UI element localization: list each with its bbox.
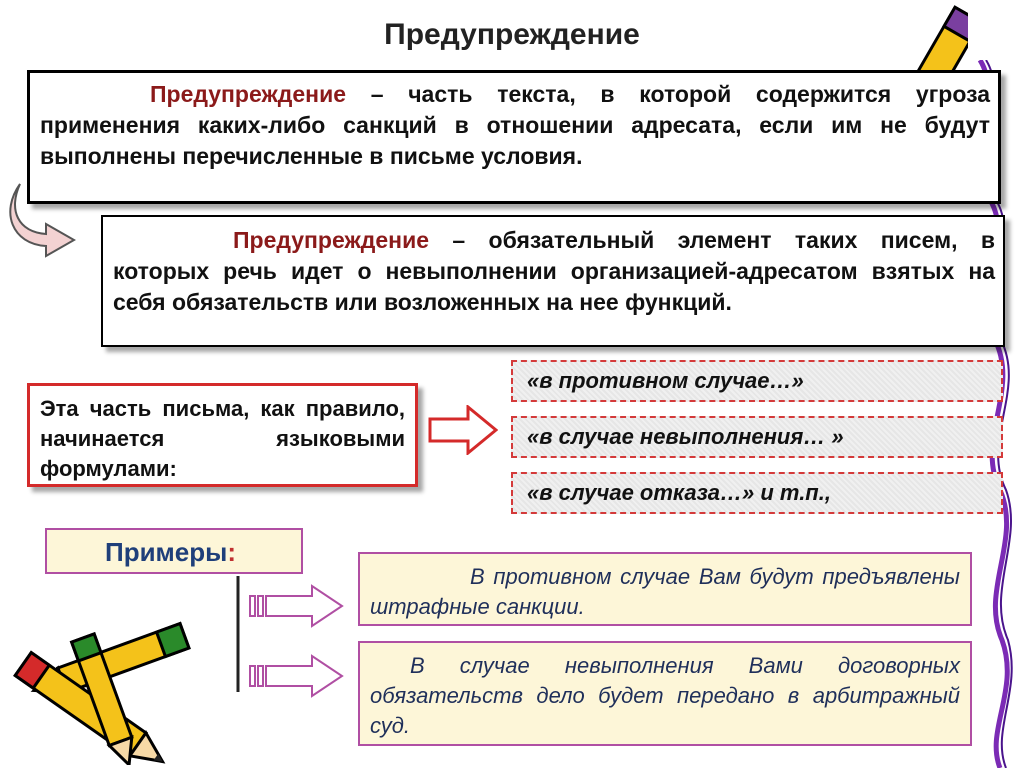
pencil-icon bbox=[13, 621, 191, 765]
slide-title: Предупреждение bbox=[384, 18, 640, 51]
example-2: В случае невыполнения Вами договорных об… bbox=[358, 641, 972, 746]
definition-1-body: – часть текста, в которой содержится угр… bbox=[40, 81, 990, 169]
part-note-text: Эта часть письма, как правило, начинаетс… bbox=[40, 396, 405, 481]
examples-colon: : bbox=[227, 537, 237, 567]
formula-item: «в случае отказа…» и т.п., bbox=[511, 472, 1003, 514]
example-1: В противном случае Вам будут предъявлены… bbox=[358, 552, 972, 626]
definition-1-text: Предупреждение – часть текста, в которой… bbox=[40, 79, 990, 172]
definition-box-1: Предупреждение – часть текста, в которой… bbox=[27, 70, 1001, 204]
examples-label: Примеры: bbox=[45, 528, 303, 574]
language-formulas-note: Эта часть письма, как правило, начинаетс… bbox=[27, 383, 418, 487]
example-2-text: В случае невыполнения Вами договорных об… bbox=[370, 653, 960, 738]
formula-item: «в противном случае…» bbox=[511, 360, 1003, 402]
arrow-right-icon bbox=[249, 584, 344, 628]
arrow-right-icon bbox=[249, 654, 344, 698]
arrow-right-icon bbox=[428, 405, 498, 455]
examples-label-text: Примеры bbox=[105, 537, 228, 567]
definition-1-term: Предупреждение bbox=[150, 81, 346, 107]
bracket-connector bbox=[236, 576, 344, 698]
definition-2-body: – обязательный элемент таких писем, в ко… bbox=[113, 227, 995, 315]
example-1-text: В противном случае Вам будут предъявлены… bbox=[370, 564, 960, 619]
definition-2-term: Предупреждение bbox=[233, 227, 429, 253]
formula-item: «в случае невыполнения… » bbox=[511, 416, 1003, 458]
definition-2-text: Предупреждение – обязательный элемент та… bbox=[113, 225, 995, 318]
definition-box-2: Предупреждение – обязательный элемент та… bbox=[101, 215, 1005, 347]
curved-arrow-icon bbox=[9, 183, 77, 258]
